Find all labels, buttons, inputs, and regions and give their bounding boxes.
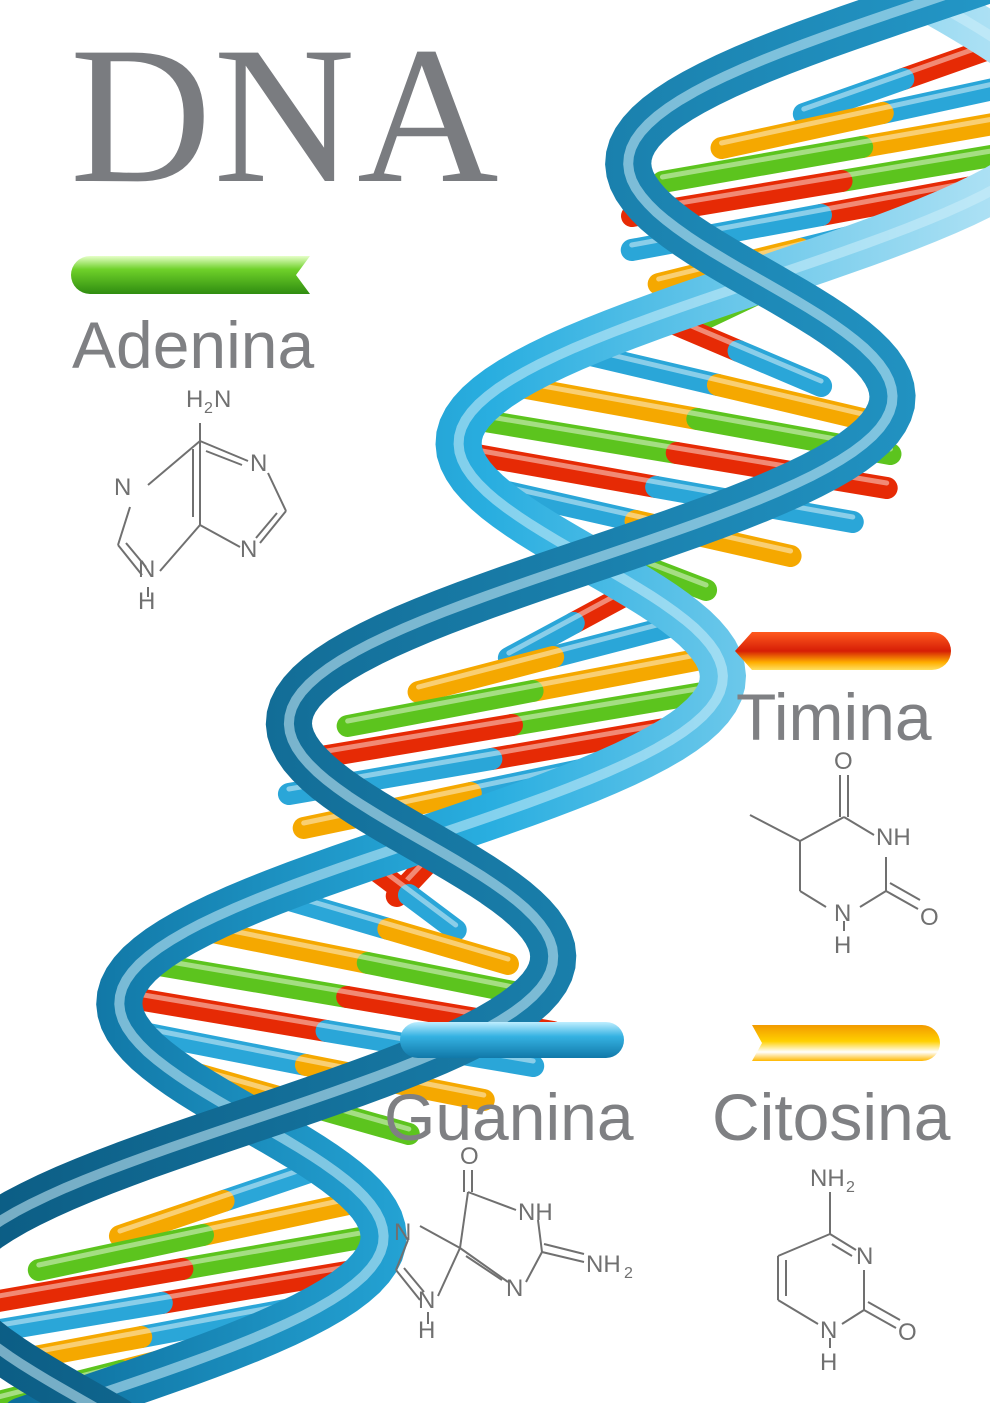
base-pair-segment (706, 374, 878, 431)
structure-guanina: O NH N NH 2 N N H (394, 1143, 633, 1344)
base-pair-segment (497, 612, 585, 669)
base-pair-segment (336, 680, 544, 737)
base-pair-highlight (0, 1226, 387, 1299)
base-pair-highlight (36, 1192, 370, 1268)
svg-text:NH: NH (518, 1199, 553, 1226)
svg-text:H: H (186, 386, 203, 413)
base-pair-highlight (300, 682, 724, 758)
base-pair-highlight (125, 1022, 487, 1098)
base-pair-segment (27, 1224, 214, 1281)
base-pair-segment (130, 951, 359, 1008)
svg-text:N: N (114, 474, 131, 501)
base-pair-segment (830, 145, 990, 192)
svg-text:N: N (240, 536, 257, 563)
base-pair-segment (397, 884, 467, 941)
base-pair-segment (500, 679, 732, 736)
svg-text:N: N (506, 1275, 523, 1302)
svg-text:N: N (250, 450, 267, 477)
structure-timina: O NH O N H (749, 748, 939, 959)
svg-text:N: N (394, 1219, 411, 1246)
svg-text:2: 2 (846, 1179, 855, 1196)
svg-text:H: H (418, 1317, 435, 1344)
base-pair-highlight (416, 614, 691, 690)
base-pair-segment (171, 1223, 395, 1280)
svg-text:H: H (820, 1349, 837, 1376)
base-pair-segment (710, 102, 894, 159)
base-pair-segment (727, 340, 833, 397)
base-pair-highlight (190, 920, 546, 996)
base-pair-segment (871, 78, 990, 124)
base-pair-segment (292, 714, 523, 771)
base-pair-highlight (478, 478, 794, 554)
svg-text:2: 2 (204, 400, 213, 417)
label-citosina: Citosina (712, 1080, 951, 1154)
base-pair-highlight (566, 342, 869, 418)
svg-text:N: N (856, 1243, 873, 1270)
label-timina: Timina (736, 680, 932, 754)
base-pair-highlight (117, 1158, 330, 1234)
label-adenina: Adenina (72, 308, 315, 382)
svg-text:O: O (834, 748, 853, 775)
svg-text:H: H (138, 588, 155, 615)
base-pair-segment (108, 985, 338, 1042)
svg-text:N: N (820, 1317, 837, 1344)
svg-text:NH: NH (810, 1165, 845, 1192)
structure-adenina: H 2 N N N N N H (114, 386, 287, 615)
svg-text:O: O (898, 1319, 917, 1346)
base-pair-highlight (629, 148, 990, 214)
svg-text:N: N (214, 386, 231, 413)
base-pair-segment (455, 407, 688, 464)
base-pair-segment (377, 918, 519, 975)
svg-text:N: N (418, 1287, 435, 1314)
svg-text:N: N (834, 900, 851, 927)
base-pair-segment (448, 441, 668, 498)
base-pair-segment (521, 645, 729, 702)
base-pair-highlight (659, 117, 990, 180)
strand-backbone-1-highlight (57, 0, 990, 1403)
base-pair-segment (792, 68, 915, 125)
label-guanina: Guanina (384, 1080, 634, 1154)
base-pair-segment (108, 1190, 235, 1247)
base-pair-segment (191, 1189, 379, 1246)
base-pair-highlight (0, 1260, 374, 1328)
svg-text:2: 2 (624, 1265, 633, 1282)
page-title: DNA (70, 7, 501, 224)
base-pair-segment (851, 113, 990, 158)
svg-text:O: O (920, 904, 939, 931)
base-pair-segment (651, 136, 874, 193)
base-pair-segment (0, 1292, 173, 1342)
svg-text:N: N (138, 556, 155, 583)
base-pair-highlight (719, 82, 990, 146)
svg-text:H: H (834, 932, 851, 959)
base-pair-segment (0, 1258, 194, 1312)
structure-citosina: NH 2 N O N H (777, 1165, 917, 1376)
base-pair-highlight (345, 648, 720, 724)
base-pair-highlight (801, 40, 990, 112)
base-pair-segment (407, 646, 565, 703)
svg-text:O: O (460, 1143, 479, 1170)
base-pair-highlight (501, 376, 893, 452)
svg-text:NH: NH (876, 824, 911, 851)
svg-text:NH: NH (586, 1251, 621, 1278)
